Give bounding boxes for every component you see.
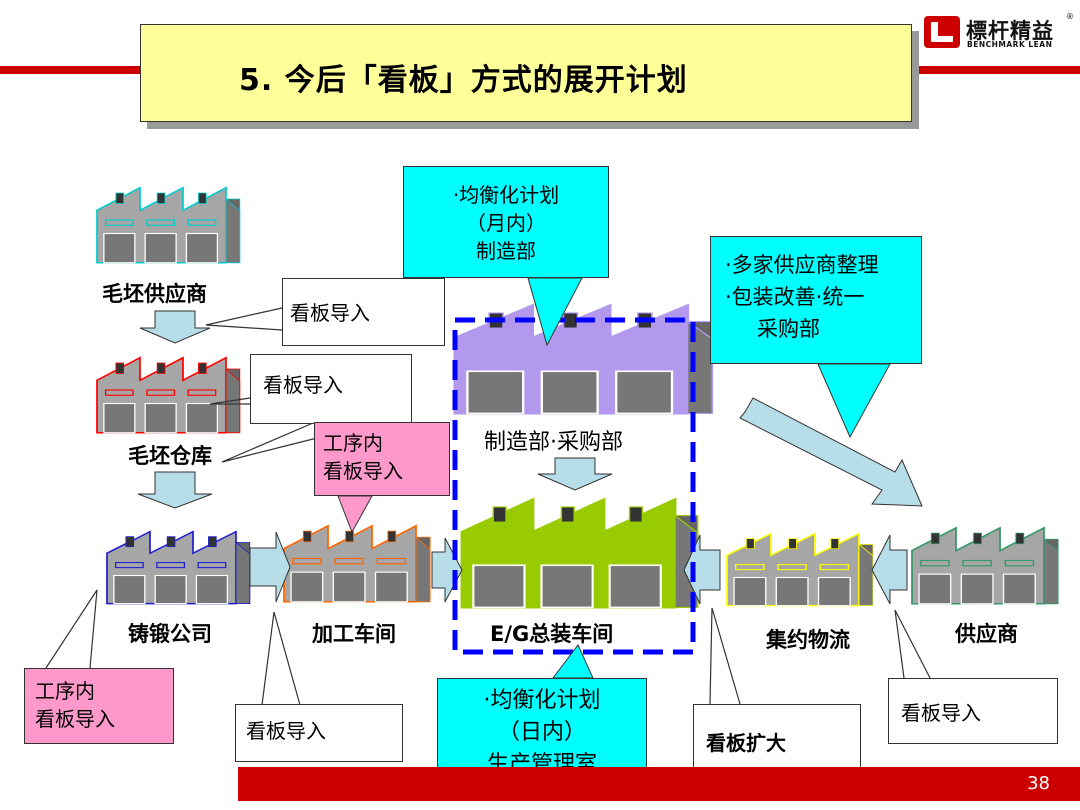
node-label-supplier: 供应商 [955,622,1018,646]
title-box: 5. 今后「看板」方式的展开计划 [140,24,912,122]
page-number: 38 [1027,773,1050,794]
callout-level-monthly: ·均衡化计划 （月内） 制造部 [403,166,609,278]
callout-text: 看板导入 [263,373,343,397]
callout-pointer [205,307,283,331]
node-label-blank-supplier: 毛坯供应商 [102,282,207,306]
node-label-eg-assembly: E/G总装车间 [490,622,614,646]
callout-pointer [221,419,326,463]
down-arrow-icon [137,471,213,509]
callout-kanban-intro-2: 看板导入 [250,354,412,424]
footer-red-bar: 38 [238,767,1080,801]
callout-pointer [45,589,98,669]
callout-process-kanban-1: 工序内 看板导入 [314,422,450,496]
callout-line: 工序内 [323,431,383,455]
callout-text: 看板导入 [290,301,370,325]
callout-line: ·均衡化计划 [483,688,601,713]
diagonal-arrow-icon [739,397,923,507]
logo: 標杆精益 BENCHMARK LEAN ® [922,12,1074,52]
callout-line: （日内） [497,720,586,745]
callout-kanban-intro-4: 看板导入 [888,678,1058,744]
left-arrow-icon [871,534,908,605]
node-label-blank-warehouse: 毛坯仓库 [128,444,212,468]
callout-kanban-intro-3: 看板导入 [235,704,403,762]
callout-text: 看板导入 [246,719,326,743]
logo-text-en: BENCHMARK LEAN [967,40,1053,49]
node-label-machining: 加工车间 [312,622,396,646]
node-label-forging: 铸锻公司 [128,622,212,646]
callout-line: （月内） [466,211,546,235]
callout-supplier-arrange: ·多家供应商整理 ·包装改善·统一 采购部 [710,236,922,364]
callout-line: 看板导入 [323,459,403,483]
down-arrow-icon [139,310,211,344]
right-arrow-icon [249,531,291,603]
logo-icon [924,16,960,48]
down-arrow-icon [537,457,613,491]
callout-line: 看板导入 [35,707,115,731]
callout-pointer [709,607,741,705]
callout-line: ·包装改善·统一 [725,285,865,309]
dashed-boundary [452,317,696,655]
callout-text: 看板导入 [901,701,981,725]
node-label-logistics: 集约物流 [766,628,850,652]
page-title: 5. 今后「看板」方式的展开计划 [239,63,688,98]
callout-process-kanban-2: 工序内 看板导入 [24,668,174,744]
callout-line: ·均衡化计划 [452,183,560,207]
callout-line: 工序内 [35,679,95,703]
callout-kanban-expand: 看板扩大 [693,704,861,772]
callout-line: ·多家供应商整理 [725,253,879,277]
callout-pointer [209,397,251,405]
callout-pointer [261,611,301,706]
callout-pointer [894,609,931,679]
callout-kanban-intro-1: 看板导入 [282,278,445,346]
callout-text: 看板扩大 [706,731,786,755]
registered-mark: ® [1066,12,1074,21]
node-label-manufacturing-purchasing: 制造部·采购部 [484,430,623,455]
callout-line: 制造部 [476,239,536,263]
callout-line: 采购部 [757,317,820,341]
left-arrow-icon [683,534,721,605]
logo-text-cn: 標杆精益 [966,19,1054,43]
